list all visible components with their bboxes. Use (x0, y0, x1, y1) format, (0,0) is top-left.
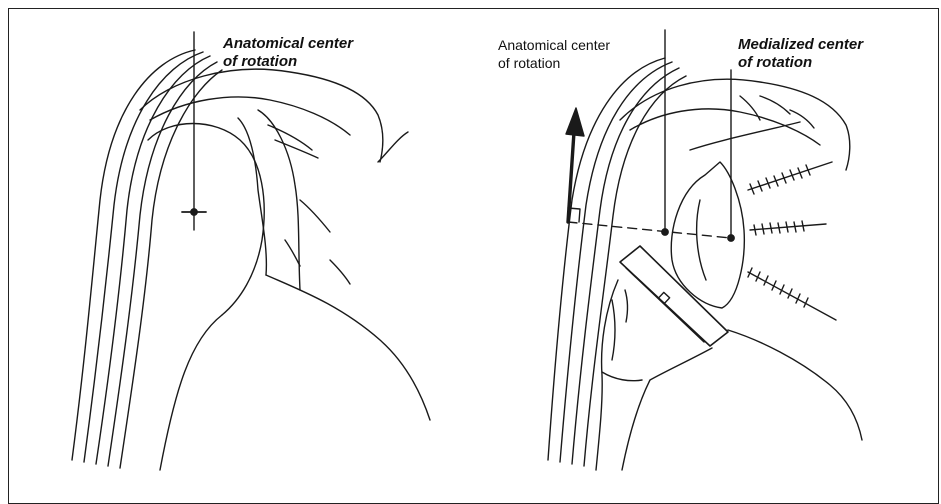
left-native-shoulder (72, 32, 430, 470)
right-acromion-hatch (690, 122, 800, 150)
right-glenosphere-inner (697, 200, 706, 280)
right-deltoid-band-4 (584, 76, 686, 466)
right-anatomical-center-label: Anatomical center of rotation (498, 36, 610, 72)
right-tray-notch (658, 292, 669, 303)
left-humerus-lateral (160, 315, 222, 470)
left-deltoid-band-5 (120, 70, 222, 468)
right-anatomical-label-line-1: Anatomical center (498, 36, 610, 54)
left-deltoid-band-3 (96, 56, 210, 464)
right-humeral-tray-inner (626, 268, 704, 342)
right-screw-bottom (748, 268, 836, 320)
left-texture-4 (330, 260, 350, 284)
left-humerus-medial (266, 275, 430, 420)
left-humeral-head (148, 124, 264, 316)
right-anatomical-center-point (662, 229, 668, 235)
right-medialized-label-line-1: Medialized center (738, 36, 863, 54)
right-medialized-center-label: Medialized center of rotation (738, 36, 863, 72)
left-center-point (191, 209, 197, 215)
right-reverse-shoulder (548, 30, 862, 470)
right-texture-2 (790, 110, 814, 128)
right-acromion (620, 79, 850, 170)
right-deltoid-force-arrow-head (566, 108, 584, 136)
right-humeral-stem-medial (622, 348, 712, 470)
right-humerus-medial-outline (728, 330, 862, 440)
right-medialized-label-line-2: of rotation (738, 54, 863, 72)
left-texture-5 (285, 240, 300, 266)
left-anatomical-label-line-1: Anatomical center (223, 35, 353, 53)
right-screw-middle (750, 221, 826, 235)
left-anatomical-center-label: Anatomical center of rotation (223, 35, 353, 71)
right-lever-dashed-line (568, 222, 731, 238)
left-acromion-under (150, 97, 350, 135)
left-deltoid-band-4 (108, 62, 217, 466)
right-stem-inner-2 (625, 290, 627, 322)
right-anatomical-label-line-2: of rotation (498, 54, 610, 72)
right-screw-top (748, 162, 832, 194)
right-humeral-tray (620, 246, 728, 346)
right-deltoid-band-3 (572, 68, 679, 464)
right-medialized-center-point (728, 235, 734, 241)
left-texture-3 (300, 200, 330, 232)
right-stem-collar (602, 372, 642, 381)
right-stem-inner-1 (612, 300, 615, 360)
left-anatomical-label-line-2: of rotation (223, 53, 353, 71)
left-acromion (140, 69, 383, 162)
left-deltoid-band-2 (84, 52, 203, 462)
right-texture-1 (760, 96, 790, 114)
